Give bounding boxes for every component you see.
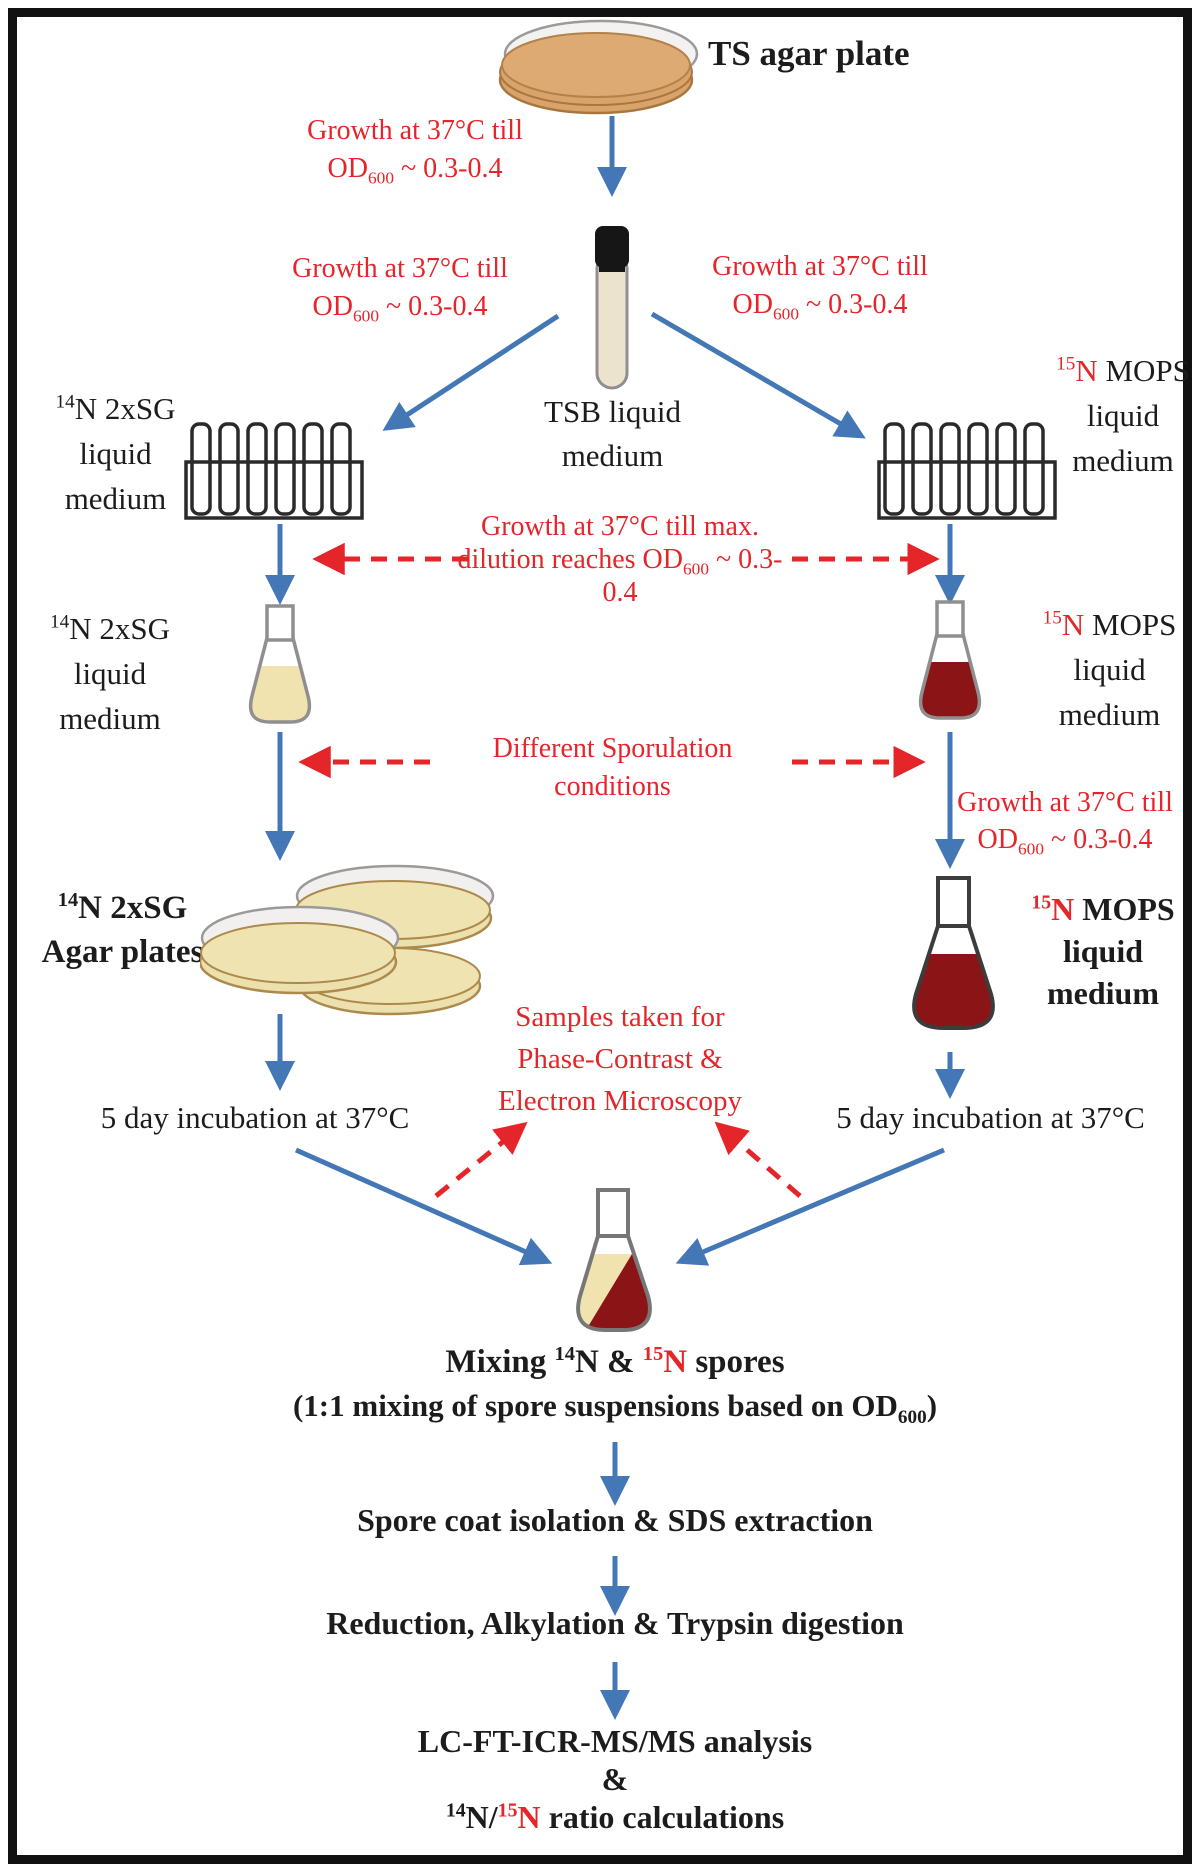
dashed-arrow-microscopy-left <box>434 1121 528 1198</box>
arrow-tsb-to-left-rack <box>382 313 560 431</box>
final-ratio-line: 14N/15N ratio calculations <box>445 1799 785 1835</box>
erlenmeyer-flask-icon <box>912 876 995 1030</box>
step-spore-coat: Spore coat isolation & SDS extraction <box>357 1502 873 1538</box>
five-day-incubation-right: 5 day incubation at 37°C <box>836 1100 1145 1135</box>
tube-rack-icon <box>877 422 1057 520</box>
test-tube-icon <box>595 226 629 390</box>
final-analysis-block: LC-FT-ICR-MS/MS analysis & 14N/15N ratio… <box>300 1722 930 1836</box>
arrow-left-to-mixing-flask <box>294 1147 553 1266</box>
mixing-subtitle: (1:1 mixing of spore suspensions based o… <box>292 1388 938 1429</box>
diagram-border <box>8 8 1192 1864</box>
microscopy-annotation: Samples taken for Phase-Contrast & Elect… <box>497 1001 742 1117</box>
erlenmeyer-flask-icon <box>248 604 312 724</box>
sporulation-annotation: Different Sporulation conditions <box>492 733 733 802</box>
erlenmeyer-flask-icon <box>918 600 982 720</box>
final-ampersand: & <box>601 1761 629 1797</box>
agar-plates-stack-icon <box>200 864 495 1016</box>
plate-label: TS agar plate <box>708 34 910 73</box>
final-analysis-line: LC-FT-ICR-MS/MS analysis <box>417 1723 813 1759</box>
max-dilution-annotation: Growth at 37°C till max.dilution reaches… <box>457 511 783 608</box>
step-reduction: Reduction, Alkylation & Trypsin digestio… <box>326 1605 904 1641</box>
tube-rack-icon <box>184 422 364 520</box>
arrow-right-to-mixing-flask <box>675 1147 945 1266</box>
mixing-title: Mixing 14N & 15N spores <box>445 1343 785 1380</box>
five-day-incubation-left: 5 day incubation at 37°C <box>100 1100 410 1135</box>
petri-dish-icon <box>498 19 699 115</box>
tsb-label: TSB liquid medium <box>544 394 681 473</box>
dashed-arrow-microscopy-right <box>714 1121 802 1198</box>
arrow-tsb-to-right-rack <box>650 311 866 439</box>
mixing-flask-icon <box>576 1188 652 1332</box>
